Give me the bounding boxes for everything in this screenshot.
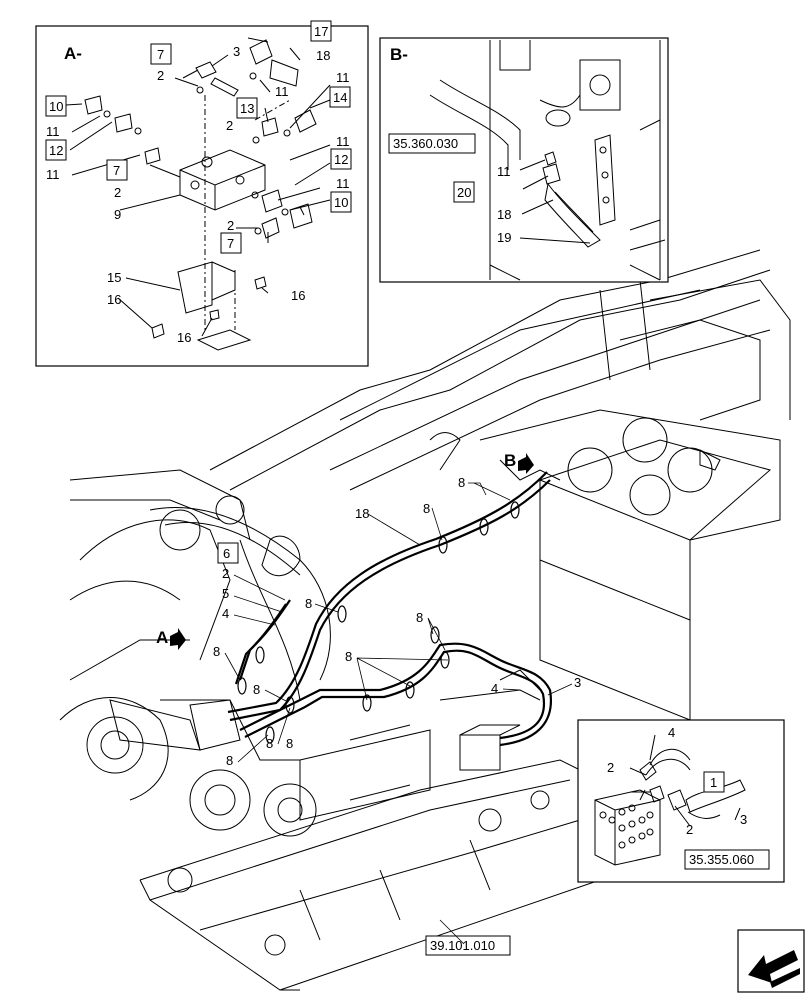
callout-3: 3 <box>740 812 747 827</box>
callout-15: 15 <box>107 270 121 285</box>
callout-2: 2 <box>114 185 121 200</box>
hose-clamps <box>237 501 520 744</box>
callout-5: 5 <box>222 586 229 601</box>
callout-2: 2 <box>607 760 614 775</box>
detail-inset-drawing <box>594 734 746 866</box>
reference-labels: 35.360.030 35.355.060 39.101.010 <box>393 136 754 953</box>
reference-35-355-060: 35.355.060 <box>689 852 754 867</box>
callout-8: 8 <box>345 649 352 664</box>
callout-boxes <box>45 20 725 793</box>
callout-labels: 7 3 17 18 2 11 10 13 11 14 11 12 2 11 11… <box>46 24 747 837</box>
callout-17: 17 <box>314 24 328 39</box>
callout-19: 19 <box>497 230 511 245</box>
callout-8: 8 <box>305 596 312 611</box>
inset-a-drawing <box>65 37 331 351</box>
previous-page-arrow-icon[interactable] <box>737 929 805 993</box>
callout-8: 8 <box>266 736 273 751</box>
inset-b-drawing <box>429 40 666 281</box>
hose-routes <box>227 471 552 747</box>
callout-11: 11 <box>336 70 350 85</box>
view-arrow-a <box>170 628 186 650</box>
callout-2: 2 <box>226 118 233 133</box>
reference-35-360-030: 35.360.030 <box>393 136 458 151</box>
callout-12: 12 <box>49 143 63 158</box>
callout-8: 8 <box>286 736 293 751</box>
callout-11: 11 <box>275 84 289 99</box>
view-arrow-b-label: B <box>504 451 516 470</box>
callout-1: 1 <box>710 775 717 790</box>
callout-10: 10 <box>334 195 348 210</box>
inset-b-title: B- <box>390 45 408 64</box>
callout-7: 7 <box>113 163 120 178</box>
callout-10: 10 <box>49 99 63 114</box>
callout-18: 18 <box>355 506 369 521</box>
inset-a-title: A- <box>64 44 82 63</box>
callout-7: 7 <box>157 47 164 62</box>
callout-2: 2 <box>222 566 229 581</box>
callout-2: 2 <box>686 822 693 837</box>
callout-16: 16 <box>291 288 305 303</box>
view-arrow-a-label: A <box>156 628 168 647</box>
inset-titles: A- B- A B <box>64 44 516 647</box>
callout-11: 11 <box>336 176 350 191</box>
callout-8: 8 <box>423 501 430 516</box>
callout-20: 20 <box>457 185 471 200</box>
callout-16: 16 <box>107 292 121 307</box>
callout-4: 4 <box>491 681 498 696</box>
callout-11: 11 <box>336 134 350 149</box>
callout-8: 8 <box>416 610 423 625</box>
inset-b-frame <box>379 37 669 283</box>
callout-8: 8 <box>253 682 260 697</box>
callout-3: 3 <box>574 675 581 690</box>
main-leaders <box>224 482 573 945</box>
callout-18: 18 <box>316 48 330 63</box>
reference-boxes <box>388 133 770 956</box>
callout-2: 2 <box>157 68 164 83</box>
callout-2: 2 <box>227 218 234 233</box>
callout-11: 11 <box>46 167 60 182</box>
callout-13: 13 <box>240 101 254 116</box>
callout-16: 16 <box>177 330 191 345</box>
callout-14: 14 <box>333 90 347 105</box>
callout-8: 8 <box>226 753 233 768</box>
callout-6: 6 <box>223 546 230 561</box>
callout-18: 18 <box>497 207 511 222</box>
callout-4: 4 <box>222 606 229 621</box>
callout-9: 9 <box>114 207 121 222</box>
callout-11: 11 <box>46 124 60 139</box>
callout-4: 4 <box>668 725 675 740</box>
callout-8: 8 <box>213 644 220 659</box>
callout-7: 7 <box>227 236 234 251</box>
callout-12: 12 <box>334 152 348 167</box>
inset-a-frame <box>35 25 369 367</box>
callout-8: 8 <box>458 475 465 490</box>
view-arrow-b <box>518 453 534 474</box>
callout-3: 3 <box>233 44 240 59</box>
callout-11: 11 <box>497 164 511 179</box>
reference-39-101-010: 39.101.010 <box>430 938 495 953</box>
